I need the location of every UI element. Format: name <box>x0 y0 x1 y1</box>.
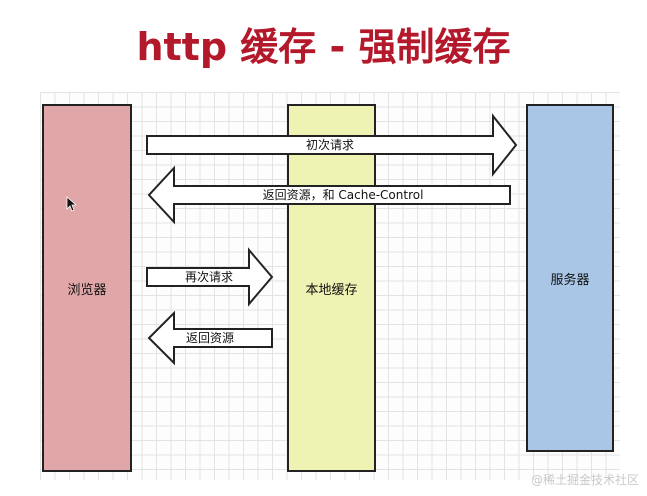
second-request-label: 再次请求 <box>184 270 234 284</box>
return-resource-arrow <box>147 310 273 366</box>
local-cache-label: 本地缓存 <box>305 282 358 298</box>
second-request-arrow <box>146 247 274 307</box>
mouse-cursor-icon <box>66 196 76 212</box>
first-request-arrow <box>146 113 518 177</box>
browser-label: 浏览器 <box>67 282 107 298</box>
return-resource-label: 返回资源 <box>185 331 235 345</box>
page-title: http 缓存 - 强制缓存 <box>136 25 511 69</box>
return-cache-control-label: 返回资源，和 Cache-Control <box>262 188 424 202</box>
server-label: 服务器 <box>550 272 590 288</box>
server-column: 服务器 <box>526 104 614 452</box>
return-cache-control-arrow <box>147 165 511 225</box>
watermark: @稀土掘金技术社区 <box>530 473 639 487</box>
first-request-label: 初次请求 <box>305 138 355 152</box>
local-cache-column: 本地缓存 <box>287 104 376 472</box>
browser-column: 浏览器 <box>42 104 132 472</box>
